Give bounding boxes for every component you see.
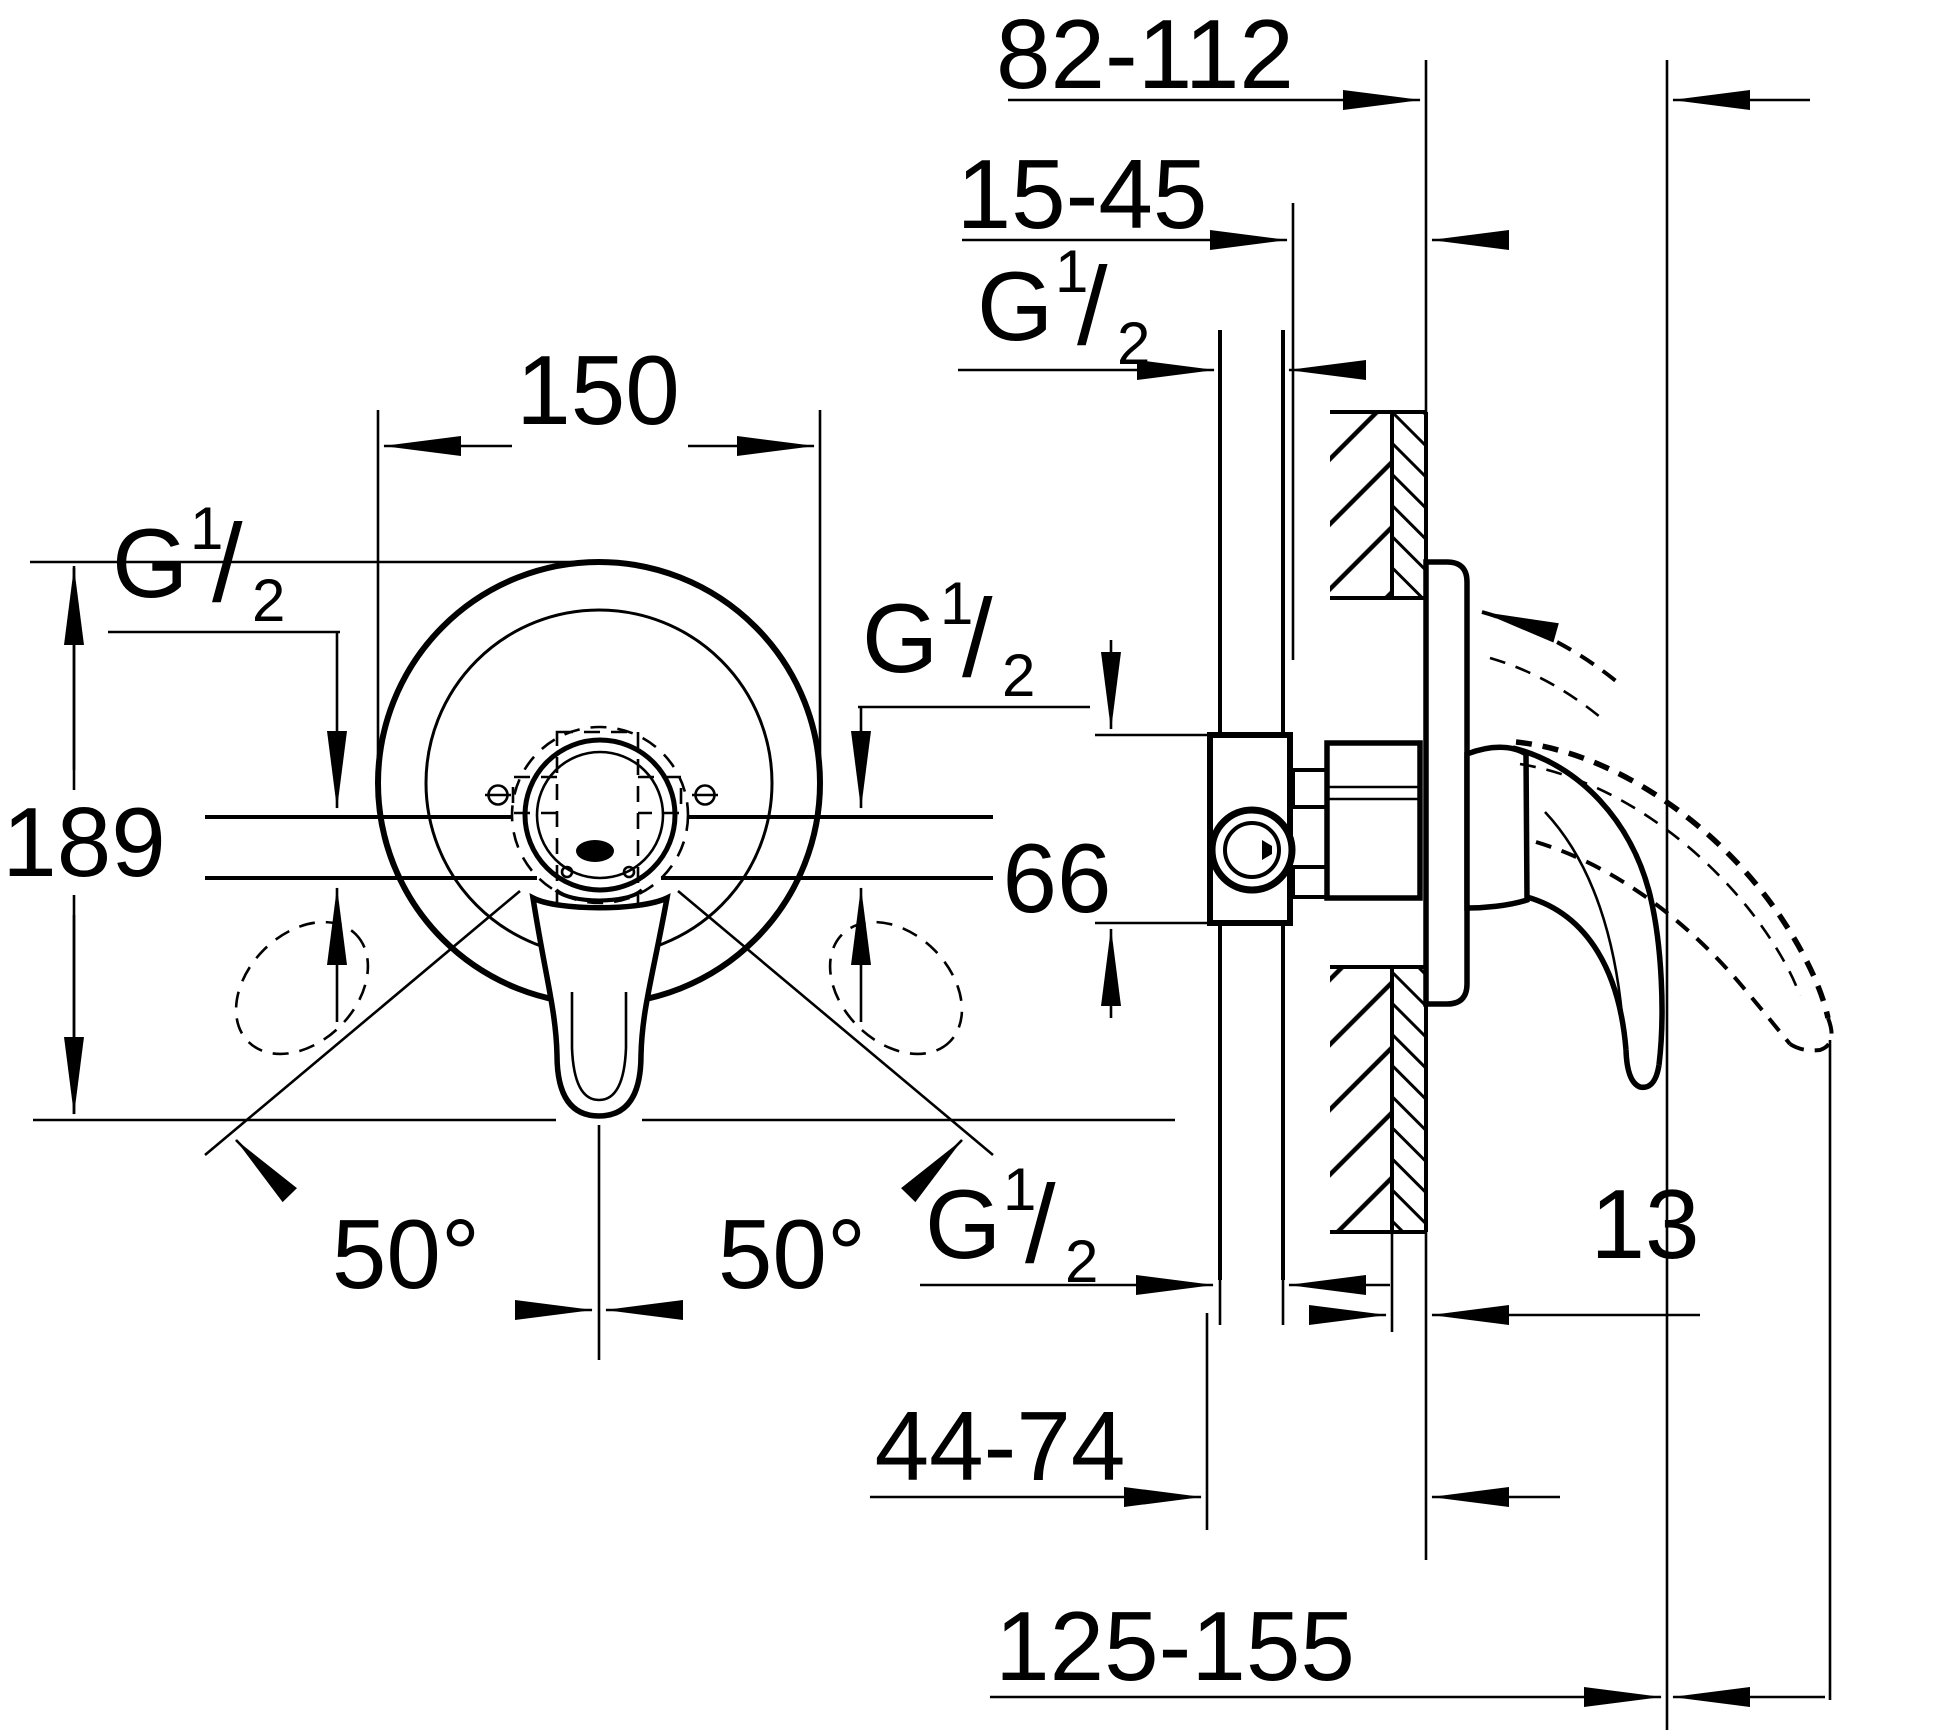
swing-position-left-dashed bbox=[234, 920, 370, 1056]
g-label: G bbox=[862, 583, 938, 693]
front-extension-lines bbox=[30, 410, 1175, 1360]
template-wing-left bbox=[511, 775, 557, 815]
front-pipe-lines bbox=[205, 815, 993, 880]
cartridge-circle bbox=[522, 737, 678, 893]
thread-label-front-right: G 1 / 2 bbox=[851, 570, 1090, 1022]
handle-front bbox=[529, 893, 671, 1119]
handle-neck-arc bbox=[554, 888, 644, 903]
escutcheon-screw-left bbox=[485, 784, 511, 806]
handle-dashed-open-position bbox=[1515, 739, 1834, 1053]
cartridge-housing-side bbox=[1291, 740, 1423, 901]
thread-label-side-top: G 1 / 2 bbox=[958, 238, 1366, 380]
escutcheon-side-profile bbox=[1423, 559, 1470, 1007]
cartridge-assembly bbox=[485, 725, 718, 930]
g-slash: / bbox=[1025, 1163, 1056, 1286]
dim-pipe-to-wall: 44-74 bbox=[870, 1391, 1560, 1507]
swing-position-right-dashed bbox=[828, 920, 964, 1056]
dim-125-155-label: 125-155 bbox=[995, 1591, 1355, 1701]
dim-13-label: 13 bbox=[1590, 1169, 1699, 1279]
g-slash: / bbox=[212, 502, 243, 625]
front-view: 150 189 50° 50° bbox=[2, 335, 1175, 1360]
valve-port-inner bbox=[1223, 821, 1281, 879]
dim-66-label: 66 bbox=[1002, 823, 1111, 933]
g-num: 1 bbox=[190, 495, 223, 562]
dim-44-74-label: 44-74 bbox=[875, 1391, 1126, 1501]
valve-body bbox=[1207, 732, 1296, 926]
handle-motion-arc bbox=[1481, 610, 1624, 723]
outlet-marking bbox=[576, 840, 614, 862]
thread-label-side-bottom: G 1 / 2 bbox=[920, 1156, 1390, 1295]
wall-plaster-hatch-upper bbox=[1330, 412, 1392, 598]
flange-dashed-circle bbox=[510, 725, 690, 905]
valve-port-notch bbox=[1262, 840, 1272, 860]
cartridge-inner-circle bbox=[535, 750, 665, 880]
dim-15-45-label: 15-45 bbox=[957, 139, 1208, 249]
dim-50deg-right-label: 50° bbox=[718, 1199, 866, 1309]
dim-overall-depth: 125-155 bbox=[990, 1591, 1825, 1707]
g-slash: / bbox=[962, 577, 993, 700]
wall-section bbox=[1330, 410, 1428, 1234]
dim-escutcheon-diameter: 150 bbox=[383, 335, 815, 456]
side-view: 82-112 15-45 G 1 / 2 66 G 1 bbox=[870, 0, 1834, 1730]
connection-collar-top bbox=[1291, 768, 1329, 809]
cartridge-dot-left bbox=[560, 865, 574, 879]
dim-overall-height: 189 bbox=[2, 566, 166, 1115]
cartridge-dot-right bbox=[622, 865, 636, 879]
handle-swing-50deg: 50° 50° bbox=[204, 890, 994, 1320]
dim-150-label: 150 bbox=[516, 335, 680, 445]
handle-grip-side bbox=[1464, 744, 1530, 911]
connection-collar-bottom bbox=[1291, 865, 1329, 899]
g-num: 1 bbox=[940, 570, 973, 637]
g-den: 2 bbox=[1117, 310, 1150, 377]
dim-tile-thickness: 13 bbox=[1309, 1169, 1700, 1325]
g-den: 2 bbox=[252, 567, 285, 634]
wall-tile-hatch-lower bbox=[1392, 967, 1426, 1232]
dim-189-label: 189 bbox=[2, 787, 166, 897]
g-label: G bbox=[112, 508, 188, 618]
g-slash: / bbox=[1077, 245, 1108, 368]
wall-plaster-hatch-lower bbox=[1330, 967, 1392, 1232]
handle-side bbox=[1464, 610, 1834, 1091]
side-pipe bbox=[1218, 330, 1285, 1280]
wall-tile-hatch-upper bbox=[1392, 412, 1426, 598]
template-wing-right bbox=[638, 775, 683, 815]
g-num: 1 bbox=[1003, 1156, 1036, 1223]
dim-embedment-depth: 15-45 bbox=[957, 139, 1509, 250]
dim-82-112-label: 82-112 bbox=[996, 0, 1294, 109]
thread-label-front-left: G 1 / 2 bbox=[108, 495, 347, 1022]
dim-wall-to-handle: 82-112 bbox=[996, 0, 1810, 110]
escutcheon-screw-right bbox=[692, 784, 718, 806]
g-den: 2 bbox=[1002, 642, 1035, 709]
g-label: G bbox=[925, 1169, 1001, 1279]
g-num: 1 bbox=[1055, 238, 1088, 305]
dim-valve-body-height: 66 bbox=[1002, 640, 1208, 1018]
dim-50deg-left-label: 50° bbox=[332, 1199, 480, 1309]
g-label: G bbox=[977, 251, 1053, 361]
